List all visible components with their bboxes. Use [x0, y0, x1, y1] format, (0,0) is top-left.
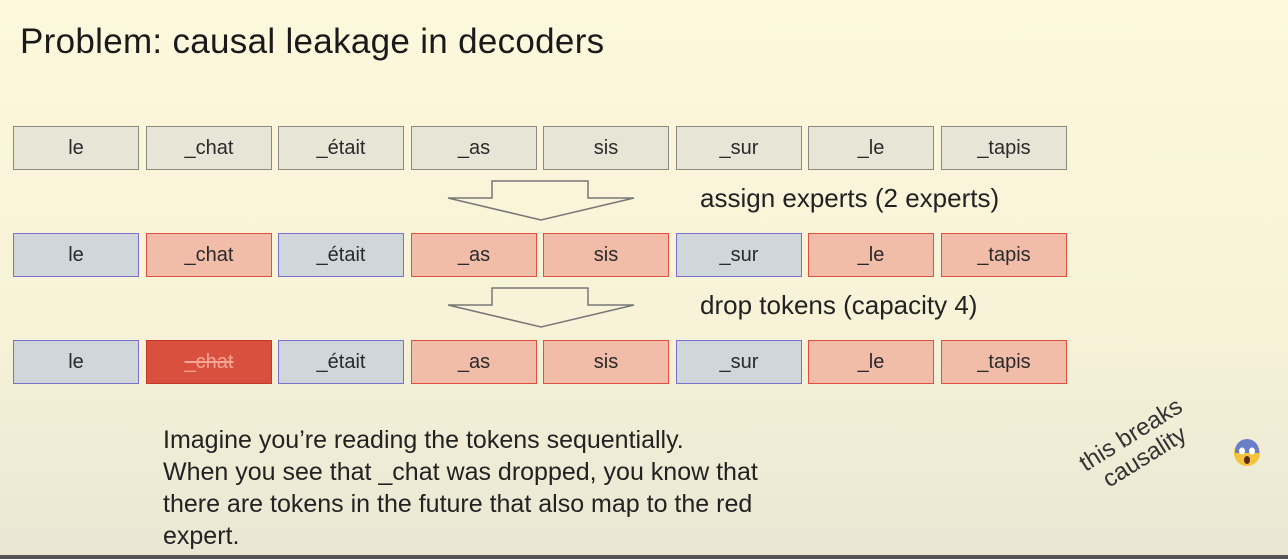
explanation-line: expert. [163, 522, 240, 550]
bottom-bar [0, 555, 1288, 559]
token-box: _chat [146, 126, 272, 170]
slide-title: Problem: causal leakage in decoders [20, 22, 605, 61]
token-box: sis [543, 340, 669, 384]
token-box: _tapis [941, 340, 1067, 384]
explanation-line: When you see that _chat was dropped, you… [163, 458, 758, 486]
token-box: _tapis [941, 126, 1067, 170]
token-box: _sur [676, 340, 802, 384]
token-box: _tapis [941, 233, 1067, 277]
token-box: _était [278, 126, 404, 170]
token-box: le [13, 126, 139, 170]
down-arrow-icon [447, 180, 635, 221]
token-box: _as [411, 233, 537, 277]
token-box: le [13, 340, 139, 384]
token-box: _était [278, 233, 404, 277]
down-arrow-icon [447, 287, 635, 328]
step-label-drop: drop tokens (capacity 4) [700, 290, 978, 320]
token-box: _sur [676, 233, 802, 277]
aside-note: this breaks causality [1074, 393, 1201, 499]
token-box: _le [808, 340, 934, 384]
token-box: _as [411, 126, 537, 170]
explanation-line: Imagine you’re reading the tokens sequen… [163, 426, 684, 454]
token-box: _le [808, 233, 934, 277]
token-box: _chat [146, 233, 272, 277]
token-box: _le [808, 126, 934, 170]
token-box: sis [543, 126, 669, 170]
token-box: sis [543, 233, 669, 277]
screaming-face-icon [1234, 439, 1260, 466]
explanation-line: there are tokens in the future that also… [163, 490, 753, 518]
explanation-text: Imagine you’re reading the tokens sequen… [163, 424, 1043, 552]
token-box: _sur [676, 126, 802, 170]
token-box: _chat [146, 340, 272, 384]
step-label-assign: assign experts (2 experts) [700, 183, 1000, 213]
token-box: le [13, 233, 139, 277]
token-box: _était [278, 340, 404, 384]
token-box: _as [411, 340, 537, 384]
